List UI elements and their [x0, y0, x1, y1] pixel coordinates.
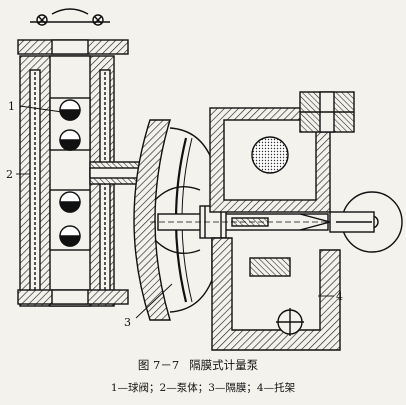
callout-4: 4 — [336, 290, 343, 303]
support-bracket — [211, 237, 341, 351]
leader-3 — [135, 283, 173, 319]
ball-valve-lower — [49, 189, 91, 251]
drive-housing — [209, 91, 355, 213]
ball-valve-upper — [49, 97, 91, 151]
callout-1: 1 — [8, 100, 15, 113]
figure-number: 图 7－7 — [137, 358, 180, 372]
top-flange — [17, 8, 129, 55]
leader-1 — [19, 105, 63, 113]
callout-3: 3 — [124, 316, 131, 329]
figure-legend: 1—球阀；2—泵体；3—隔膜；4—托架 — [110, 382, 296, 394]
callout-2: 2 — [6, 168, 13, 181]
figure-title: 隔膜式计量泵 — [189, 358, 259, 372]
figure-caption: 图 7－7 隔膜式计量泵 — [0, 357, 406, 373]
crank-disc — [329, 191, 403, 253]
